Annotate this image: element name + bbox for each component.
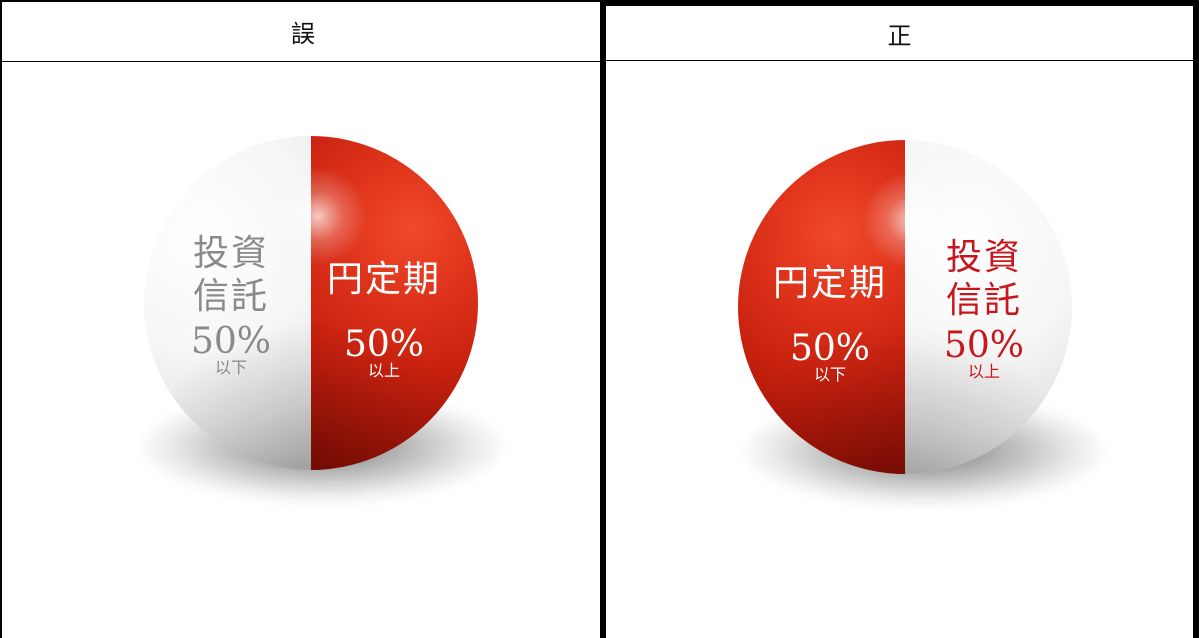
correct-stage: 円定期 50% 以下 投資 信託 50% 以上 — [606, 61, 1193, 638]
left-qualifier: 以下 — [813, 365, 846, 385]
correct-left-label: 円定期 50% 以下 — [760, 262, 900, 383]
wrong-panel: 誤 投資 信託 50% 以下 円定期 50% 以上 — [0, 0, 605, 638]
left-percent: 50% — [789, 328, 870, 370]
left-name: 円定期 — [772, 263, 887, 304]
correct-header: 正 — [606, 6, 1193, 61]
correct-right-label: 投資 信託 50% 以上 — [943, 236, 1025, 380]
left-percent: 50% — [190, 321, 271, 363]
wrong-header: 誤 — [2, 2, 604, 62]
right-percent: 50% — [343, 324, 424, 366]
right-percent: 50% — [943, 325, 1024, 367]
wrong-ball: 投資 信託 50% 以下 円定期 50% 以上 — [144, 136, 478, 470]
wrong-right-label: 円定期 50% 以上 — [314, 258, 454, 379]
right-qualifier: 以上 — [967, 362, 1000, 382]
left-name-line1: 投資 — [192, 233, 269, 274]
left-qualifier: 以下 — [214, 358, 247, 378]
wrong-left-label: 投資 信託 50% 以下 — [190, 232, 272, 376]
right-qualifier: 以上 — [367, 361, 400, 381]
left-name-line2: 信託 — [192, 276, 269, 318]
right-name-line1: 投資 — [945, 237, 1022, 278]
right-name: 円定期 — [326, 259, 441, 300]
correct-panel: 正 円定期 50% 以下 投資 信託 50% 以上 — [600, 0, 1199, 638]
correct-ball: 円定期 50% 以下 投資 信託 50% 以上 — [738, 140, 1072, 474]
right-name-line2: 信託 — [945, 280, 1022, 322]
wrong-stage: 投資 信託 50% 以下 円定期 50% 以上 — [2, 62, 604, 638]
